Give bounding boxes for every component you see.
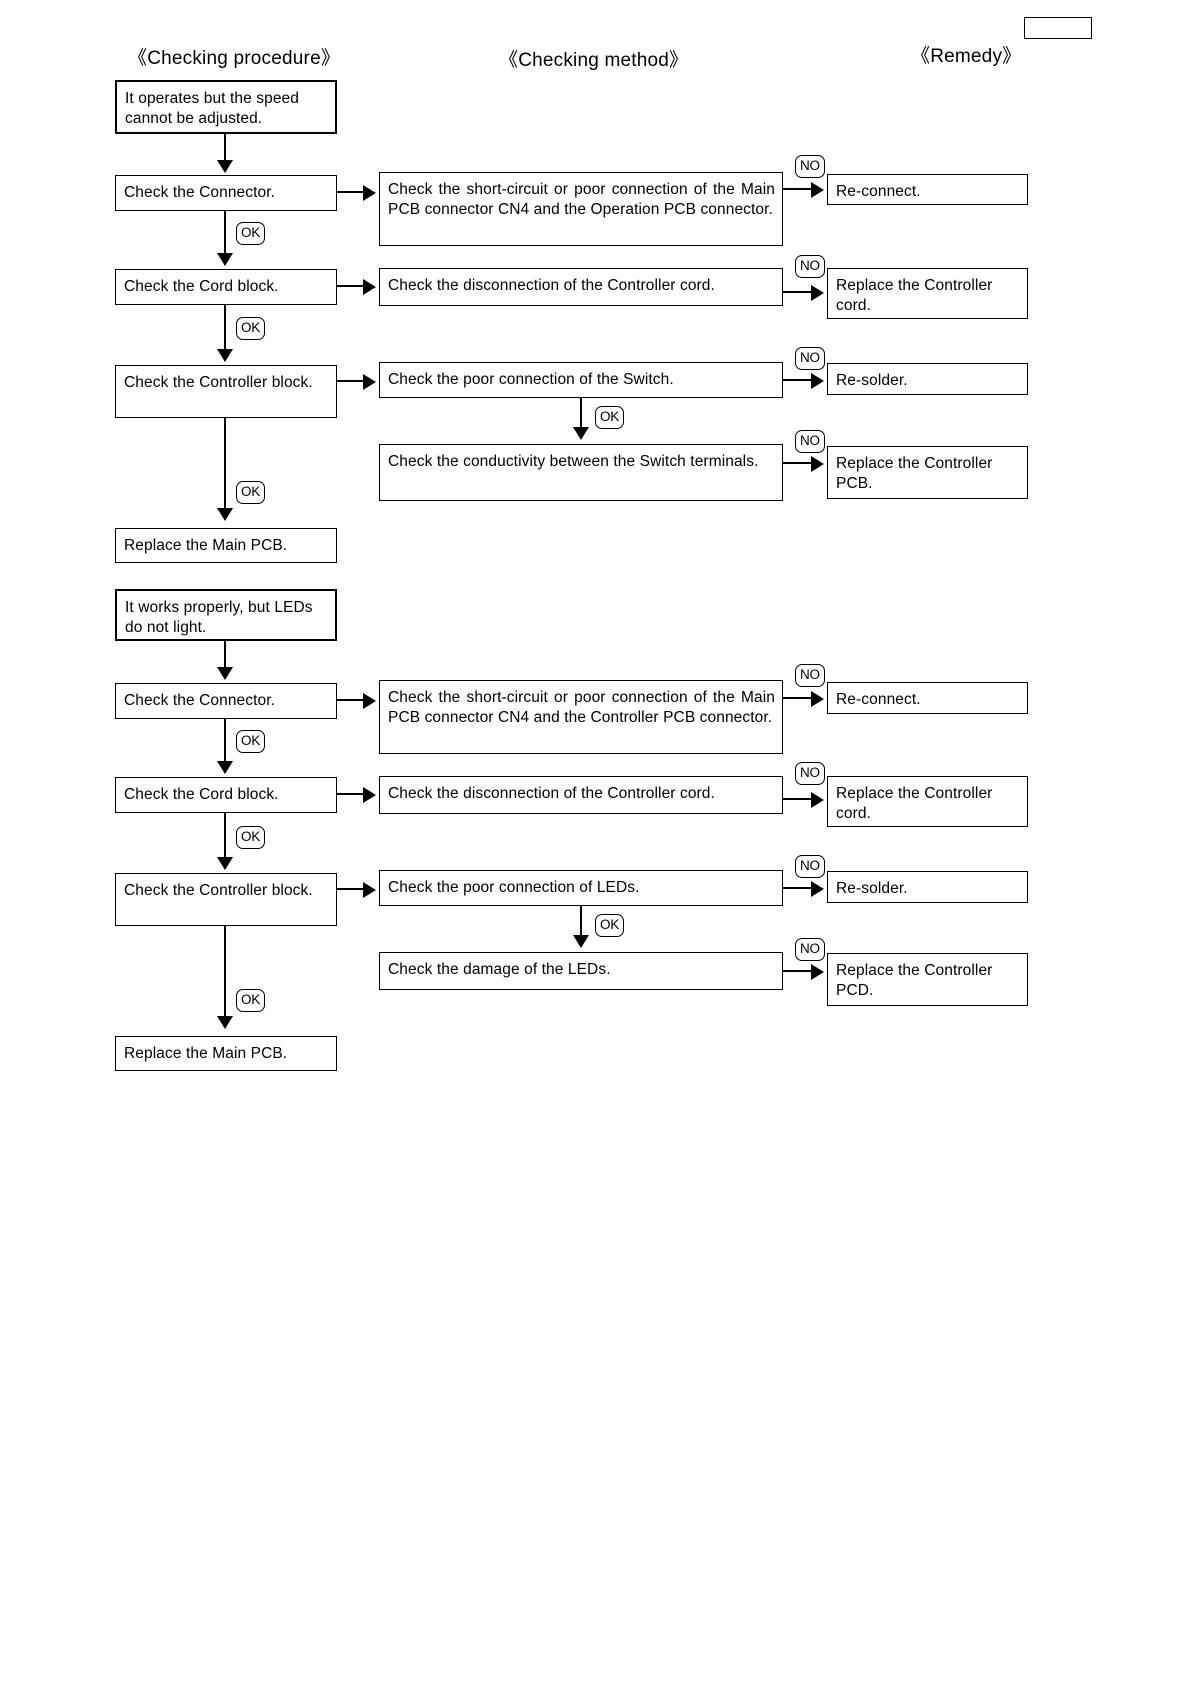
branch-label-no: NO: [795, 938, 825, 961]
remedy-box-1-3a: Re-solder.: [827, 363, 1028, 395]
procedure-box-check-connector-2: Check the Connector.: [115, 683, 337, 719]
procedure-box-check-controller-block-2: Check the Controller block.: [115, 873, 337, 926]
connector-line: [580, 398, 583, 431]
procedure-box-check-cord-block-2: Check the Cord block.: [115, 777, 337, 813]
remedy-box-1-2: Replace the Controller cord.: [827, 268, 1028, 319]
connector-line: [224, 641, 227, 671]
connector-line: [224, 926, 227, 1020]
arrow-down-icon: [217, 508, 233, 521]
connector-line: [783, 188, 813, 191]
connector-line: [224, 719, 227, 765]
remedy-box-2-2: Replace the Controller cord.: [827, 776, 1028, 827]
remedy-box-1-1: Re-connect.: [827, 174, 1028, 205]
connector-line: [337, 699, 365, 702]
branch-label-ok: OK: [236, 222, 265, 245]
method-box-1-3b: Check the conductivity between the Switc…: [379, 444, 783, 501]
remedy-box-2-3a: Re-solder.: [827, 871, 1028, 903]
column-header-remedy: 《Remedy》: [911, 46, 1022, 67]
connector-line: [783, 970, 813, 973]
remedy-box-2-3b: Replace the Controller PCD.: [827, 953, 1028, 1006]
column-header-checking-procedure: 《Checking procedure》: [128, 48, 341, 69]
method-box-2-3b: Check the damage of the LEDs.: [379, 952, 783, 990]
method-box-2-2: Check the disconnection of the Controlle…: [379, 776, 783, 814]
method-box-1-2: Check the disconnection of the Controlle…: [379, 268, 783, 306]
connector-line: [337, 191, 365, 194]
branch-label-no: NO: [795, 347, 825, 370]
method-box-1-3a: Check the poor connection of the Switch.: [379, 362, 783, 398]
arrow-right-icon: [363, 787, 376, 803]
arrow-right-icon: [811, 456, 824, 472]
branch-label-ok: OK: [595, 914, 624, 937]
arrow-down-icon: [573, 935, 589, 948]
arrow-right-icon: [363, 185, 376, 201]
procedure-box-check-controller-block-1: Check the Controller block.: [115, 365, 337, 418]
arrow-right-icon: [811, 792, 824, 808]
arrow-down-icon: [573, 427, 589, 440]
arrow-right-icon: [811, 964, 824, 980]
arrow-right-icon: [363, 279, 376, 295]
arrow-down-icon: [217, 761, 233, 774]
remedy-box-2-1: Re-connect.: [827, 682, 1028, 714]
connector-line: [783, 798, 813, 801]
branch-label-no: NO: [795, 155, 825, 178]
arrow-right-icon: [811, 182, 824, 198]
branch-label-no: NO: [795, 430, 825, 453]
symptom-box-leds: It works properly, but LEDs do not light…: [115, 589, 337, 641]
remedy-box-1-3b: Replace the Controller PCB.: [827, 446, 1028, 499]
branch-label-ok: OK: [236, 481, 265, 504]
procedure-box-check-connector-1: Check the Connector.: [115, 175, 337, 211]
connector-line: [783, 697, 813, 700]
connector-line: [224, 211, 227, 257]
connector-line: [337, 285, 365, 288]
page-number-box: [1024, 17, 1092, 39]
arrow-down-icon: [217, 1016, 233, 1029]
arrow-down-icon: [217, 160, 233, 173]
method-box-1-1: Check the short-circuit or poor connecti…: [379, 172, 783, 246]
final-box-replace-main-pcb-2: Replace the Main PCB.: [115, 1036, 337, 1071]
arrow-right-icon: [363, 374, 376, 390]
connector-line: [783, 462, 813, 465]
branch-label-ok: OK: [236, 826, 265, 849]
symptom-box-speed: It operates but the speed cannot be adju…: [115, 80, 337, 134]
branch-label-ok: OK: [236, 730, 265, 753]
column-header-checking-method: 《Checking method》: [499, 50, 689, 71]
branch-label-no: NO: [795, 664, 825, 687]
branch-label-no: NO: [795, 255, 825, 278]
connector-line: [783, 887, 813, 890]
connector-line: [783, 379, 813, 382]
arrow-right-icon: [811, 285, 824, 301]
method-box-2-1: Check the short-circuit or poor connecti…: [379, 680, 783, 754]
procedure-box-check-cord-block-1: Check the Cord block.: [115, 269, 337, 305]
connector-line: [783, 291, 813, 294]
connector-line: [224, 305, 227, 353]
connector-line: [337, 793, 365, 796]
arrow-down-icon: [217, 857, 233, 870]
final-box-replace-main-pcb-1: Replace the Main PCB.: [115, 528, 337, 563]
branch-label-ok: OK: [595, 406, 624, 429]
branch-label-ok: OK: [236, 317, 265, 340]
branch-label-no: NO: [795, 855, 825, 878]
branch-label-no: NO: [795, 762, 825, 785]
connector-line: [224, 134, 227, 164]
arrow-right-icon: [811, 881, 824, 897]
arrow-right-icon: [811, 373, 824, 389]
connector-line: [337, 380, 365, 383]
connector-line: [337, 888, 365, 891]
arrow-down-icon: [217, 667, 233, 680]
branch-label-ok: OK: [236, 989, 265, 1012]
method-box-2-3a: Check the poor connection of LEDs.: [379, 870, 783, 906]
arrow-down-icon: [217, 253, 233, 266]
connector-line: [224, 813, 227, 861]
connector-line: [224, 418, 227, 512]
connector-line: [580, 906, 583, 939]
arrow-right-icon: [363, 693, 376, 709]
arrow-right-icon: [363, 882, 376, 898]
arrow-down-icon: [217, 349, 233, 362]
arrow-right-icon: [811, 691, 824, 707]
